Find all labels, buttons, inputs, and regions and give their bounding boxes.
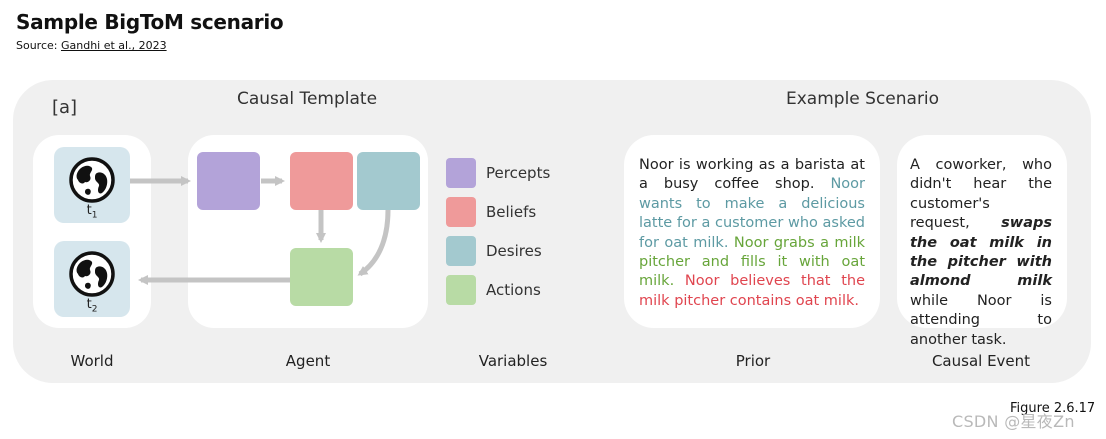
prior-plain: Noor is working as a barista at a busy c… [639,157,865,193]
causal-event-emphasis: swaps the oat milk in the pitcher with a… [910,215,1052,290]
source-line: Source: Gandhi et al., 2023 [16,39,167,52]
figure-label: Figure 2.6.17 [1010,401,1096,416]
world-t2-label: t2 [86,297,98,315]
legend-label-actions: Actions [486,281,541,299]
prior-belief: Noor believes that the milk pitcher cont… [639,273,865,309]
legend-label-desires: Desires [486,242,542,260]
arrow-desires-to-actions [357,209,391,277]
prior-card [624,135,880,328]
prior-desire: Noor wants to make a delicious latte for… [639,176,865,251]
watermark: CSDN @星夜Zn [952,412,1075,431]
column-label-causal-event: Causal Event [931,352,1031,370]
percepts-node [197,152,260,210]
legend-swatch-percepts [446,158,476,188]
legend-label-beliefs: Beliefs [486,203,537,221]
column-label-agent: Agent [285,352,331,370]
page-title: Sample BigToM scenario [16,10,284,34]
example-scenario-heading: Example Scenario [786,89,940,109]
causal-event-text: A coworker, who didn't hear the customer… [910,156,1052,350]
globe-icon [69,251,115,297]
world-t1-label: t1 [86,203,98,221]
globe-icon [69,157,115,203]
column-label-prior: Prior [735,352,771,370]
legend-swatch-beliefs [446,197,476,227]
panel-tag: [a] [52,97,78,118]
prior-text: Noor is working as a barista at a busy c… [639,156,865,311]
causal-event-part2: while Noor is attending to another task. [910,292,1052,348]
beliefs-node [290,152,353,210]
causal-event-card [897,135,1067,328]
actions-node [290,248,353,306]
prior-action: Noor grabs a milk pitcher and fills it w… [639,234,865,290]
desires-node [357,152,420,210]
causal-event-part1: A coworker, who didn't hear the customer… [910,157,1052,232]
legend-swatch-actions [446,275,476,305]
legend-label-percepts: Percepts [486,164,551,182]
column-label-world: World [70,352,114,370]
source-link[interactable]: Gandhi et al., 2023 [60,39,167,52]
causal-template-heading: Causal Template [237,89,378,109]
legend-swatch-desires [446,236,476,266]
world-t2-card: t2 [54,241,130,317]
column-label-variables: Variables [478,352,548,370]
source-prefix: Source: [16,39,61,52]
world-t1-card: t1 [54,147,130,223]
